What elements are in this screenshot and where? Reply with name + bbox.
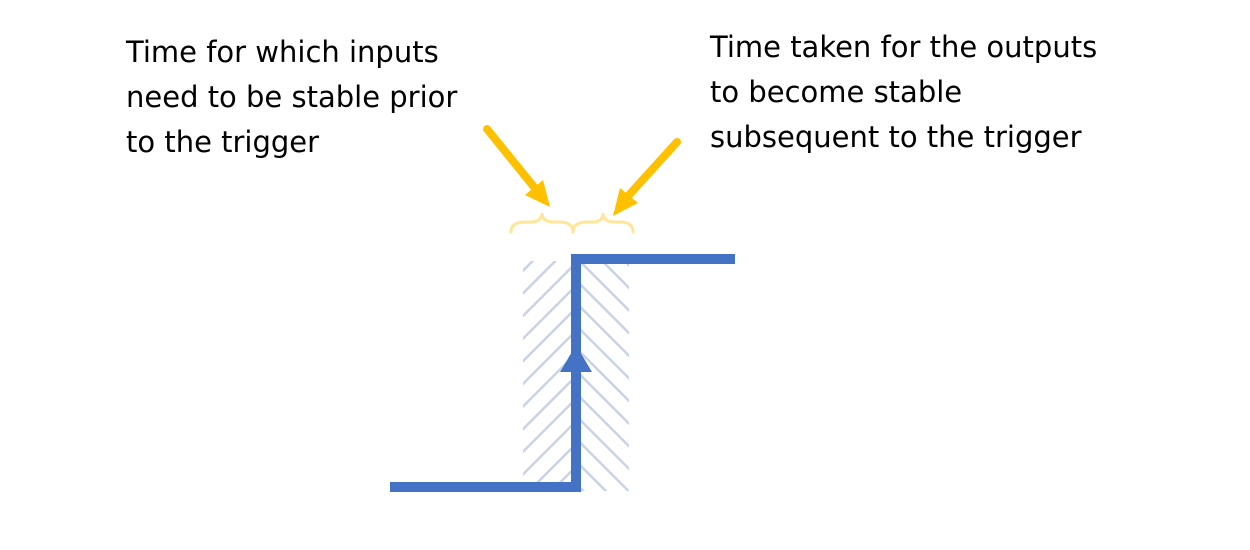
setup-window-hatch (523, 261, 576, 491)
hold-pointer-arrow (613, 138, 681, 216)
setup-annotation-line-1: Time for which inputs (126, 35, 439, 69)
hold-annotation-line-3: subsequent to the trigger (710, 120, 1082, 154)
setup-pointer-arrow (483, 125, 550, 207)
setup-time-annotation: Time for which inputs need to be stable … (126, 30, 457, 165)
hold-window-hatch (576, 261, 629, 491)
hold-time-annotation: Time taken for the outputs to become sta… (710, 25, 1097, 160)
setup-brace (509, 212, 575, 234)
rising-edge-arrow-icon (560, 345, 592, 372)
hold-annotation-line-2: to become stable (710, 75, 963, 109)
hold-brace (571, 212, 635, 234)
setup-annotation-line-2: need to be stable prior (126, 80, 458, 114)
clock-waveform (390, 254, 735, 492)
hold-annotation-line-1: Time taken for the outputs (710, 30, 1098, 64)
setup-annotation-line-3: to the trigger (126, 125, 320, 159)
